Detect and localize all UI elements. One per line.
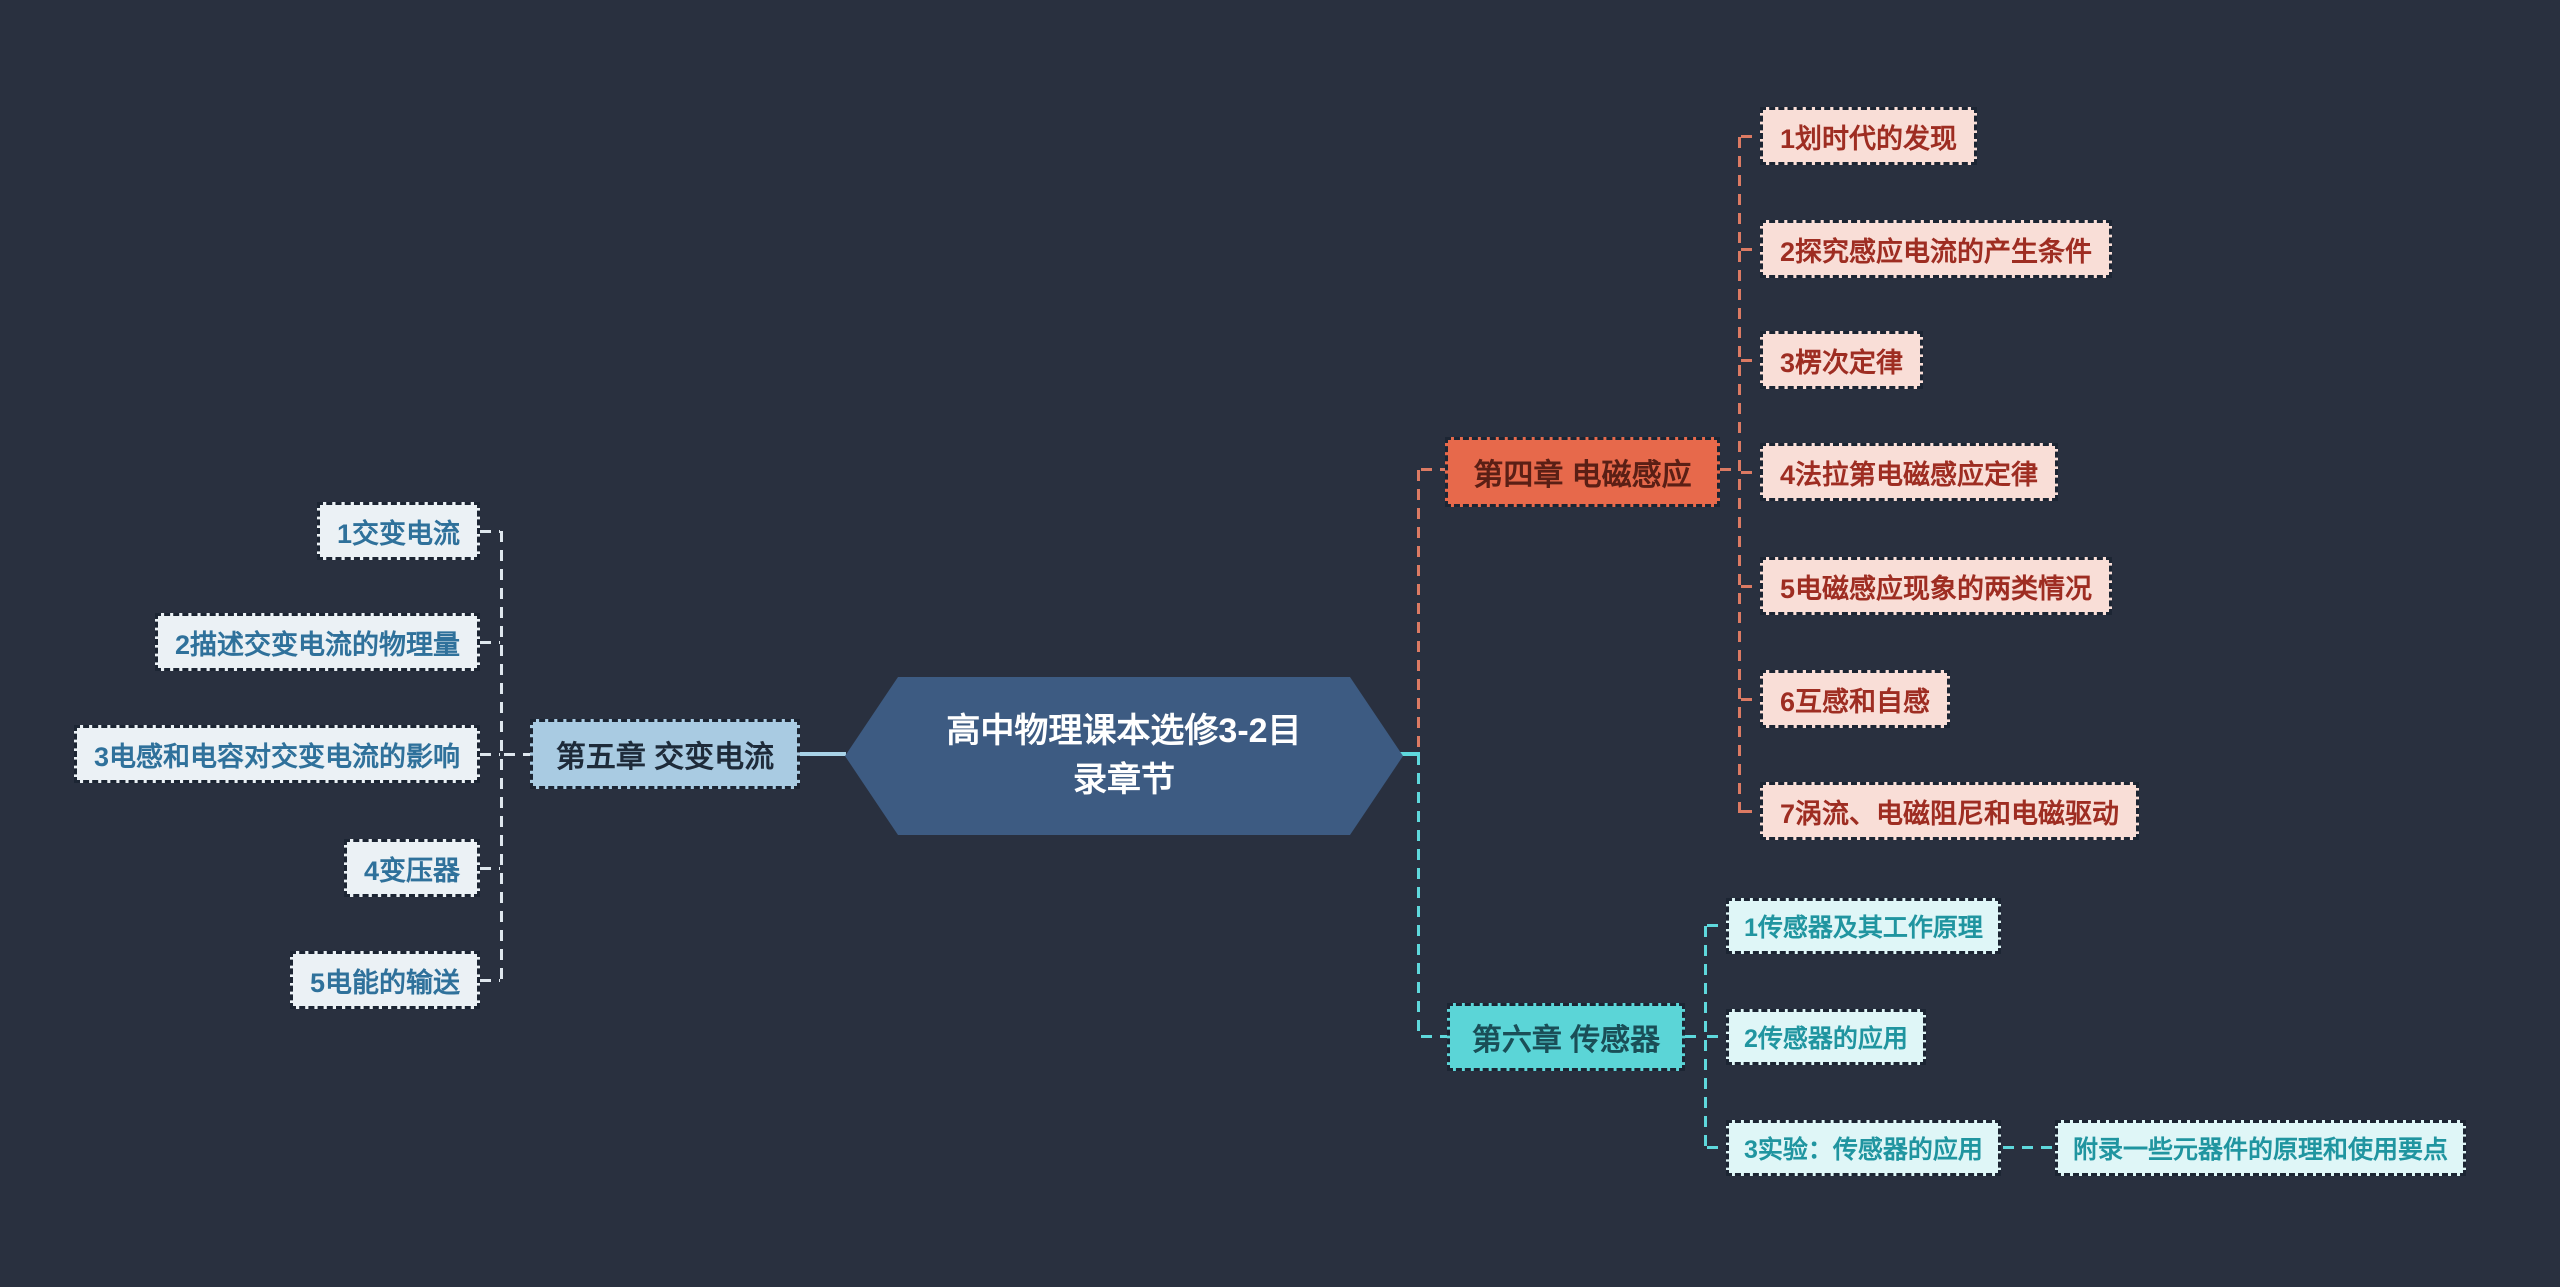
node-chapter5-child4[interactable]: 4变压器: [343, 839, 480, 897]
node-chapter4-child2[interactable]: 2探究感应电流的产生条件: [1760, 220, 2113, 278]
chapter4-node-connector-left: [1421, 468, 1445, 471]
central-topic[interactable]: 高中物理课本选修3-2目录章节: [845, 677, 1403, 835]
node-chapter6-child1[interactable]: 1传感器及其工作原理: [1726, 898, 2001, 954]
main-rail-to-chapter4: [1417, 470, 1420, 754]
node-chapter5-child1[interactable]: 1交变电流: [316, 502, 480, 560]
chapter4-child6-connector: [1741, 698, 1760, 701]
chapter5-child2-connector: [480, 641, 500, 644]
chapter6-node-connector-left: [1421, 1035, 1447, 1038]
chapter4-node-connector-right: [1720, 468, 1739, 471]
central-to-right-link: [1400, 752, 1420, 756]
central-topic-label: 高中物理课本选修3-2目录章节: [946, 711, 1302, 799]
node-chapter4-child1[interactable]: 1划时代的发现: [1760, 107, 1978, 165]
central-to-chapter5-link: [800, 752, 846, 756]
node-chapter6[interactable]: 第六章 传感器: [1447, 1003, 1685, 1071]
node-chapter5[interactable]: 第五章 交变电流: [530, 719, 800, 789]
node-chapter4[interactable]: 第四章 电磁感应: [1445, 437, 1720, 507]
chapter6-child3-connector: [1707, 1146, 1726, 1149]
node-chapter5-child3[interactable]: 3电感和电容对交变电流的影响: [73, 725, 480, 783]
chapter5-child5-connector: [480, 979, 500, 982]
chapter5-children-rail: [500, 531, 503, 980]
node-chapter6-grandchild1[interactable]: 附录一些元器件的原理和使用要点: [2055, 1120, 2467, 1176]
node-chapter6-child3[interactable]: 3实验：传感器的应用: [1726, 1120, 2001, 1176]
chapter5-child4-connector: [480, 867, 500, 870]
chapter6-node-connector-right: [1685, 1035, 1704, 1038]
chapter6-children-rail: [1704, 926, 1707, 1148]
chapter6-child2-connector: [1707, 1035, 1726, 1038]
chapter5-child1-connector: [480, 530, 500, 533]
chapter5-child3-connector: [480, 753, 500, 756]
chapter4-child2-connector: [1741, 248, 1760, 251]
node-chapter6-child2[interactable]: 2传感器的应用: [1726, 1009, 1926, 1065]
node-chapter5-child5[interactable]: 5电能的输送: [289, 951, 480, 1009]
node-chapter5-child2[interactable]: 2描述交变电流的物理量: [154, 613, 480, 671]
chapter4-children-rail: [1738, 137, 1741, 813]
chapter4-child3-connector: [1741, 359, 1760, 362]
node-chapter4-child7[interactable]: 7涡流、电磁阻尼和电磁驱动: [1760, 782, 2140, 840]
chapter4-child7-connector: [1741, 810, 1760, 813]
chapter6-child1-connector: [1707, 924, 1726, 927]
chapter4-child4-connector: [1741, 471, 1760, 474]
node-chapter4-child4[interactable]: 4法拉第电磁感应定律: [1760, 443, 2059, 501]
node-chapter4-child5[interactable]: 5电磁感应现象的两类情况: [1760, 557, 2113, 615]
chapter4-child1-connector: [1741, 135, 1760, 138]
main-rail-to-chapter6: [1417, 754, 1420, 1038]
chapter5-node-connector: [504, 753, 530, 756]
node-chapter4-child3[interactable]: 3楞次定律: [1760, 331, 1924, 389]
node-chapter4-child6[interactable]: 6互感和自感: [1760, 670, 1951, 728]
chapter4-child5-connector: [1741, 585, 1760, 588]
chapter6-grandchild-connector: [2003, 1146, 2055, 1149]
